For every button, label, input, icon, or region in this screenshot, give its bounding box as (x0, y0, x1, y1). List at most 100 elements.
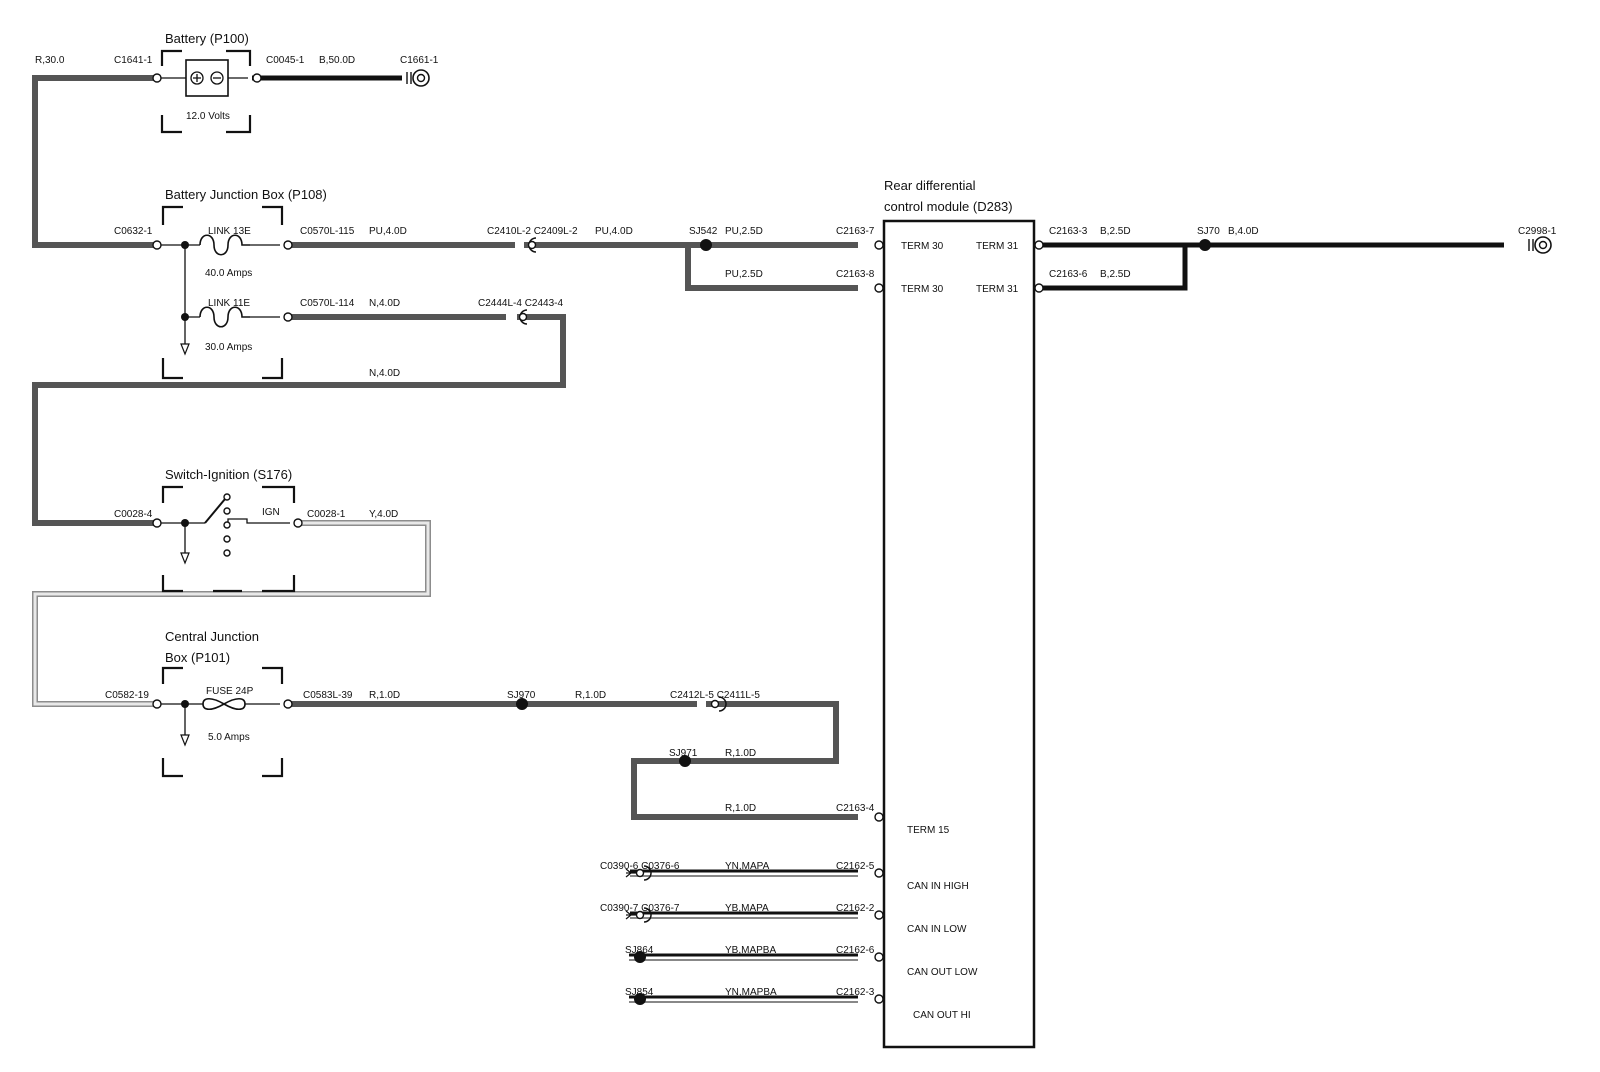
inline-connector-icon (718, 696, 727, 712)
fuse-icon (202, 697, 246, 711)
wires (32, 75, 1504, 1003)
label-c0045: C0045-1 (266, 55, 305, 66)
ground-arrow-icon (180, 343, 190, 356)
wire-n40-b (32, 314, 566, 526)
battery-junction-box: Battery Junction Box (P108) LINK 13E 40.… (160, 187, 327, 380)
ignition-ign: IGN (262, 507, 280, 518)
label-sj971: SJ971 (669, 748, 698, 759)
link2-name: LINK 11E (208, 298, 250, 309)
label-pu25b: PU,2.5D (725, 269, 763, 280)
battery-voltage: 12.0 Volts (186, 111, 230, 122)
inline-connector-icon (643, 907, 652, 923)
cjb-title-1: Central Junction (165, 629, 259, 644)
term-30-b: TERM 30 (901, 284, 944, 295)
connector-pin (152, 518, 162, 528)
connector-pin (874, 240, 884, 250)
splice-sj542 (700, 239, 712, 251)
label-pu40b: PU,4.0D (595, 226, 633, 237)
battery-title: Battery (P100) (165, 31, 249, 46)
wire-r10-b (631, 701, 858, 820)
label-r10d: R,1.0D (725, 803, 756, 814)
splice-sj864 (634, 951, 646, 963)
label-c2163-7: C2163-7 (836, 226, 875, 237)
module-title-1: Rear differential (884, 178, 976, 193)
splice-sj970 (516, 698, 528, 710)
label-c0390-7: C0390-7 C0376-7 (600, 903, 680, 914)
label-b50: B,50.0D (319, 55, 355, 66)
label-b25b: B,2.5D (1100, 269, 1131, 280)
ground-eyelet-icon (1528, 236, 1552, 254)
ignition-switch: Switch-Ignition (S176) IGN (160, 467, 296, 593)
label-sj854: SJ854 (625, 987, 654, 998)
label-c0028-4: C0028-4 (114, 509, 153, 520)
label-pu40a: PU,4.0D (369, 226, 407, 237)
term-31-b: TERM 31 (976, 284, 1019, 295)
label-r10b: R,1.0D (575, 690, 606, 701)
connector-pin (283, 312, 293, 322)
label-r10c: R,1.0D (725, 748, 756, 759)
fusible-link-icon (199, 234, 250, 256)
label-c2163-8: C2163-8 (836, 269, 875, 280)
term-15: TERM 15 (907, 825, 950, 836)
connector-pin (874, 994, 884, 1004)
label-c0570-115: C0570L-115 (300, 226, 355, 237)
bjb-title: Battery Junction Box (P108) (165, 187, 327, 202)
wire-r30 (32, 75, 155, 248)
connector-pin (252, 73, 262, 83)
label-n40b: N,4.0D (369, 368, 400, 379)
label-c2162-6: C2162-6 (836, 945, 875, 956)
label-c2410: C2410L-2 C2409L-2 (487, 226, 578, 237)
connector-pin (874, 283, 884, 293)
label-pu25a: PU,2.5D (725, 226, 763, 237)
battery-cell (185, 59, 229, 97)
splice-sj854 (634, 993, 646, 1005)
fuse-rating: 5.0 Amps (208, 732, 250, 743)
splice-sj971 (679, 755, 691, 767)
label-ybmapba: YB,MAPBA (725, 945, 776, 956)
connectors (152, 69, 1552, 1005)
module-body (882, 219, 1036, 1049)
label-y40: Y,4.0D (369, 509, 398, 520)
label-sj970: SJ970 (507, 690, 536, 701)
label-r30: R,30.0 (35, 55, 65, 66)
term-can-out-low: CAN OUT LOW (907, 967, 978, 978)
switch-contact-icon (204, 498, 226, 524)
label-c0028-1: C0028-1 (307, 509, 346, 520)
label-ynmapa: YN,MAPA (725, 861, 770, 872)
ground-eyelet-icon (406, 69, 430, 87)
wire-y40-outline (32, 520, 431, 707)
label-n40a: N,4.0D (369, 298, 400, 309)
connector-pin (283, 240, 293, 250)
module-title-2: control module (D283) (884, 199, 1013, 214)
label-c0390-6: C0390-6 C0376-6 (600, 861, 680, 872)
label-b40: B,4.0D (1228, 226, 1259, 237)
fuse-name: FUSE 24P (206, 686, 254, 697)
term-can-in-high: CAN IN HIGH (907, 881, 969, 892)
wire-b25-b (1020, 245, 1188, 291)
fusible-link-icon (199, 306, 250, 328)
connector-pin (874, 812, 884, 822)
label-c2444: C2444L-4 C2443-4 (478, 298, 563, 309)
ignition-title: Switch-Ignition (S176) (165, 467, 292, 482)
label-b25a: B,2.5D (1100, 226, 1131, 237)
connector-pin (152, 699, 162, 709)
wire-pu25-b (685, 245, 858, 291)
label-c2163-3: C2163-3 (1049, 226, 1088, 237)
rear-differential-module: Rear differential control module (D283) … (882, 178, 1036, 1049)
label-c0632: C0632-1 (114, 226, 153, 237)
can-wires (629, 869, 858, 1003)
splice-sj70 (1199, 239, 1211, 251)
term-can-out-hi: CAN OUT HI (913, 1010, 971, 1021)
link1-name: LINK 13E (208, 226, 251, 237)
connector-pin (283, 699, 293, 709)
connector-pin (1034, 240, 1044, 250)
label-c2998: C2998-1 (1518, 226, 1557, 237)
cjb-title-2: Box (P101) (165, 650, 230, 665)
term-can-in-low: CAN IN LOW (907, 924, 967, 935)
wire-labels: R,30.0 C1641-1 C0045-1 B,50.0D C1661-1 C… (35, 55, 1557, 998)
inline-connector-icon (643, 865, 652, 881)
link1-rating: 40.0 Amps (205, 268, 252, 279)
connector-pin (874, 868, 884, 878)
connector-pin (152, 73, 162, 83)
label-c2412: C2412L-5 C2411L-5 (670, 690, 760, 701)
